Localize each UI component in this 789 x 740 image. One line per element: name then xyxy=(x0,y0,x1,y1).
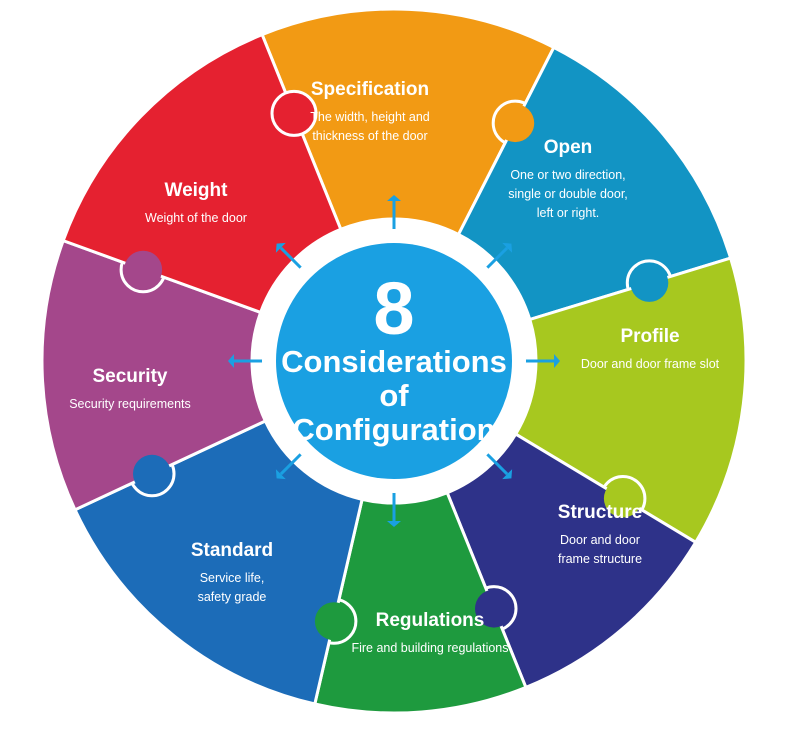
center-badge: 8 Considerations of Configuration xyxy=(262,229,526,493)
segment-specification xyxy=(260,7,556,237)
arrows-layer xyxy=(228,195,560,527)
direction-arrow-head xyxy=(502,242,513,253)
segment-desc-profile-0: Door and door frame slot xyxy=(581,357,720,371)
center-line-1: Considerations xyxy=(281,344,507,379)
segment-title-standard: Standard xyxy=(191,540,273,561)
direction-arrow-head xyxy=(554,354,560,368)
direction-arrow-head xyxy=(387,521,401,527)
segment-regulations xyxy=(313,490,528,715)
segment-title-security: Security xyxy=(93,366,168,387)
direction-arrow-head xyxy=(275,469,286,480)
segment-desc-open-2: left or right. xyxy=(537,206,600,220)
puzzle-knob-fill-security xyxy=(124,250,163,289)
segment-desc-standard-1: safety grade xyxy=(198,590,267,604)
segment-desc-security-0: Security requirements xyxy=(69,397,191,411)
segment-desc-structure-0: Door and door xyxy=(560,533,640,547)
segment-desc-standard-0: Service life, xyxy=(200,571,265,585)
segment-desc-regulations-0: Fire and building regulations xyxy=(351,641,508,655)
segment-desc-specification-1: thickness of the door xyxy=(312,129,427,143)
segment-title-specification: Specification xyxy=(311,79,429,100)
direction-arrow-head xyxy=(502,469,513,480)
segment-desc-structure-1: frame structure xyxy=(558,552,642,566)
segment-desc-weight-0: Weight of the door xyxy=(145,211,247,225)
segments-layer xyxy=(40,7,748,715)
puzzle-knob-fill-regulations xyxy=(314,602,353,641)
puzzle-knob-fill-profile xyxy=(603,479,642,518)
segment-title-regulations: Regulations xyxy=(376,610,485,631)
segment-security xyxy=(40,238,268,512)
direction-arrow-shaft xyxy=(279,246,305,272)
direction-arrow-head xyxy=(387,195,401,201)
center-line-2: of xyxy=(379,378,409,413)
center-line-3: Configuration xyxy=(292,412,495,447)
segment-desc-open-0: One or two direction, xyxy=(510,168,625,182)
direction-arrow-shaft xyxy=(279,450,305,476)
puzzle-knob-fill-standard xyxy=(133,454,171,493)
puzzle-knob-fill-structure xyxy=(475,589,513,628)
puzzle-knob-fill-specification xyxy=(496,104,535,143)
segment-weight xyxy=(61,32,343,315)
center-number: 8 xyxy=(373,267,414,350)
puzzle-knob-fill-weight xyxy=(275,94,313,133)
direction-arrow-head xyxy=(275,242,286,253)
segment-title-profile: Profile xyxy=(620,326,679,347)
direction-arrow-shaft xyxy=(483,246,509,272)
center-disc xyxy=(276,243,512,479)
segment-title-weight: Weight xyxy=(165,180,229,201)
segment-title-structure: Structure xyxy=(558,502,642,523)
segment-desc-specification-0: The width, height and xyxy=(310,110,430,124)
puzzle-knob-fill-open xyxy=(630,263,669,302)
direction-arrow-head xyxy=(228,354,234,368)
segment-desc-open-1: single or double door, xyxy=(508,187,628,201)
segment-title-open: Open xyxy=(544,137,593,158)
direction-arrow-shaft xyxy=(483,450,509,476)
